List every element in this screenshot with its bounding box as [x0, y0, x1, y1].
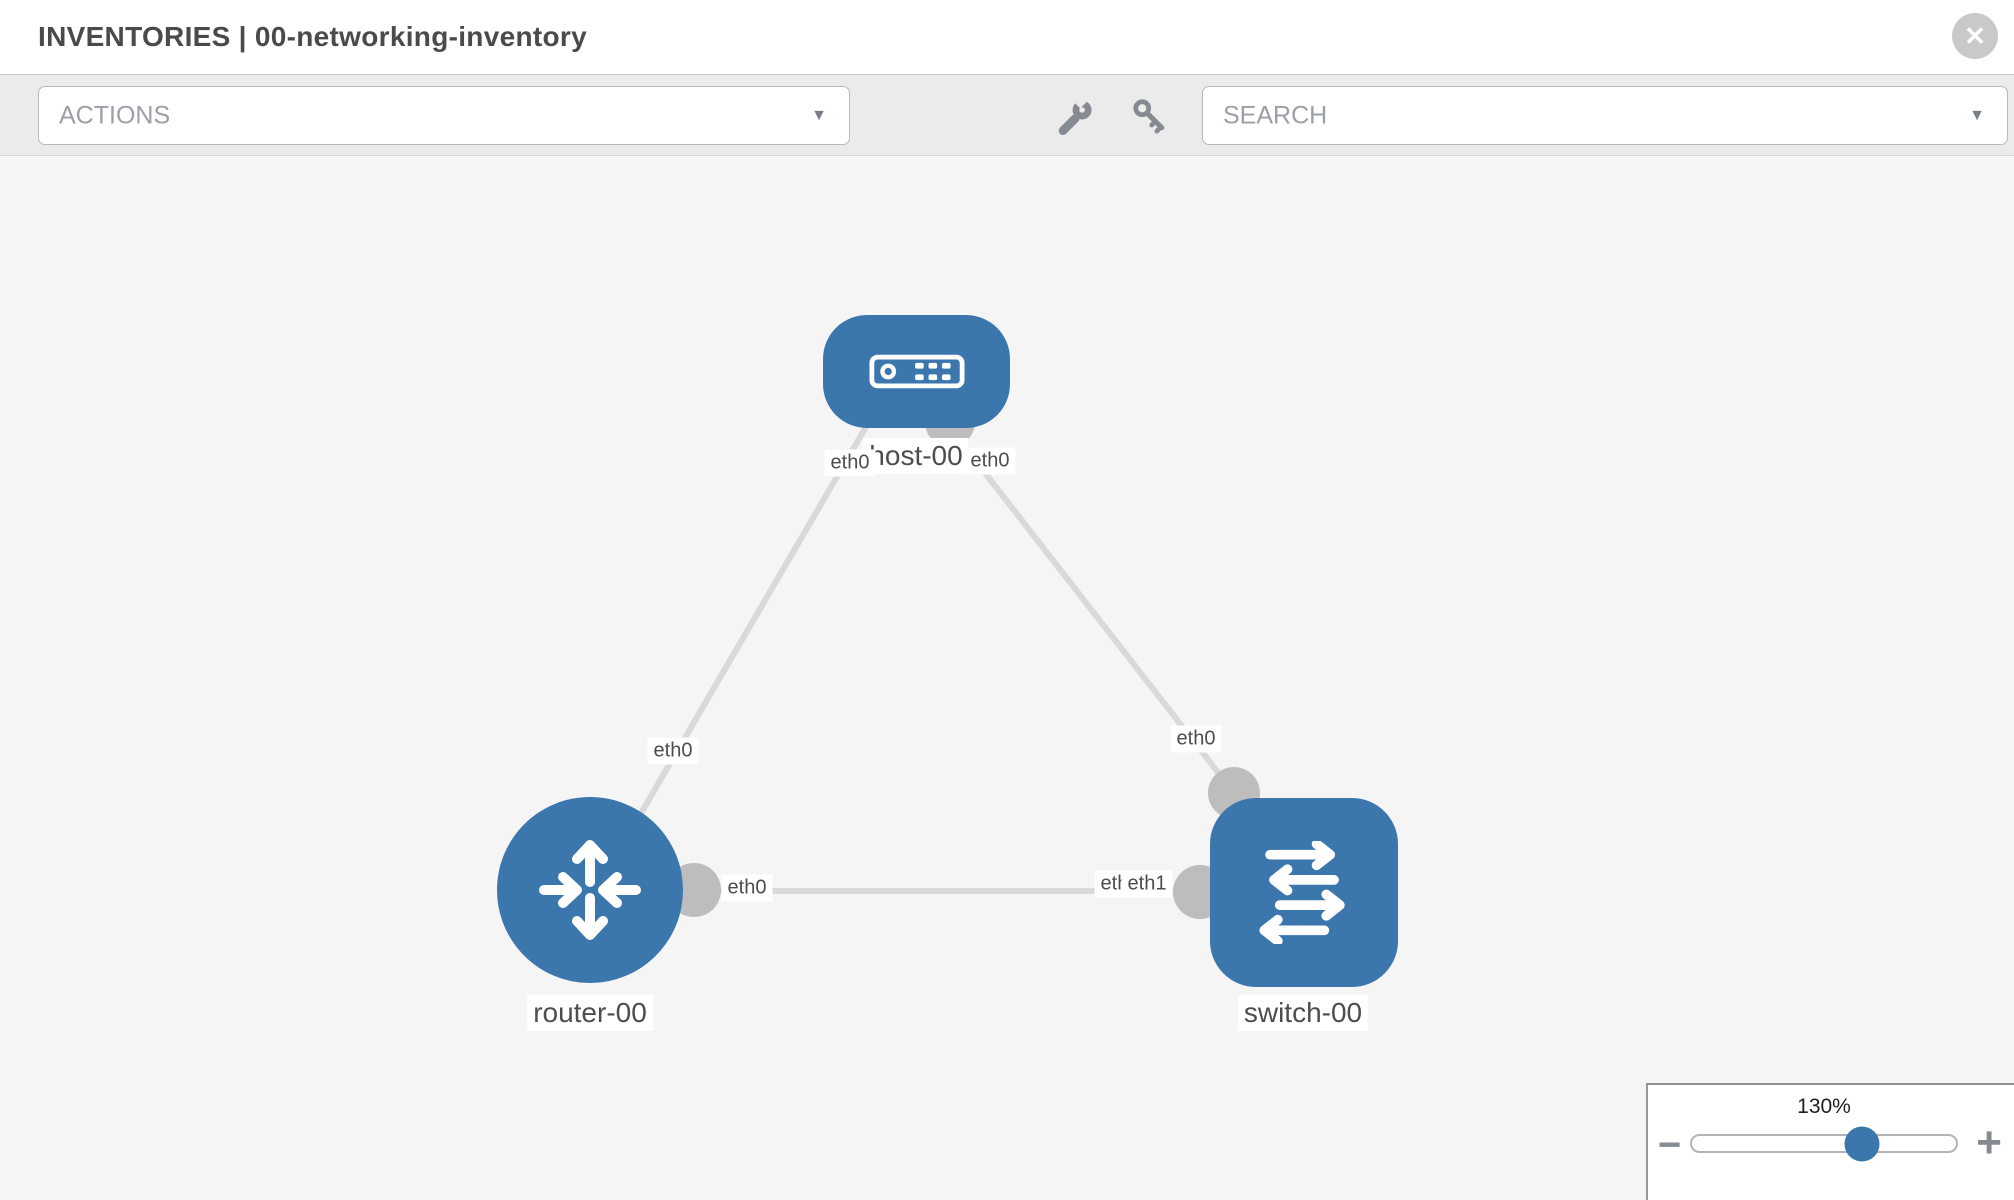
topology-canvas[interactable] — [0, 156, 2014, 1200]
switch-icon — [1259, 841, 1345, 944]
port-label-eth0: eth0 — [721, 874, 773, 902]
port-label-eth0: eth0 — [964, 447, 1016, 475]
search-dropdown-label: SEARCH — [1223, 101, 1328, 129]
router-icon — [539, 840, 641, 940]
key-icon[interactable] — [1131, 97, 1169, 135]
zoom-slider-knob[interactable] — [1844, 1126, 1880, 1161]
chevron-down-icon: ▼ — [1969, 106, 1985, 124]
close-icon[interactable]: ✕ — [1952, 13, 1998, 59]
zoom-panel: 130% − + — [1646, 1083, 2014, 1200]
node-label-switch: switch-00 — [1237, 995, 1369, 1031]
node-label-host: host-00 — [863, 438, 969, 474]
node-router-00[interactable] — [497, 797, 683, 983]
node-host-00[interactable] — [823, 315, 1010, 428]
port-label-eth1: eth1 — [1121, 870, 1173, 898]
host-icon — [868, 354, 965, 389]
port-label-eth0: eth0 — [1170, 725, 1222, 753]
zoom-slider[interactable] — [1690, 1126, 1958, 1161]
node-label-router: router-00 — [527, 995, 653, 1031]
zoom-out-button[interactable]: − — [1658, 1123, 1682, 1167]
port-label-eth0: eth0 — [824, 449, 876, 477]
node-switch-00[interactable] — [1210, 798, 1398, 987]
chevron-down-icon: ▼ — [811, 106, 827, 124]
actions-dropdown[interactable]: ACTIONS ▼ — [38, 86, 850, 145]
header-bar: INVENTORIES | 00-networking-inventory ✕ — [0, 0, 2014, 74]
port-label-eth0: eth0 — [647, 737, 699, 765]
toolbar: ACTIONS ▼ SEARCH ▼ — [0, 74, 2014, 156]
actions-dropdown-label: ACTIONS — [59, 101, 171, 129]
zoom-level: 130% — [1797, 1095, 1851, 1118]
wrench-icon[interactable] — [1057, 97, 1095, 135]
page-title: INVENTORIES | 00-networking-inventory — [38, 21, 587, 52]
zoom-in-button[interactable]: + — [1976, 1118, 2002, 1167]
search-dropdown[interactable]: SEARCH ▼ — [1202, 86, 2008, 145]
